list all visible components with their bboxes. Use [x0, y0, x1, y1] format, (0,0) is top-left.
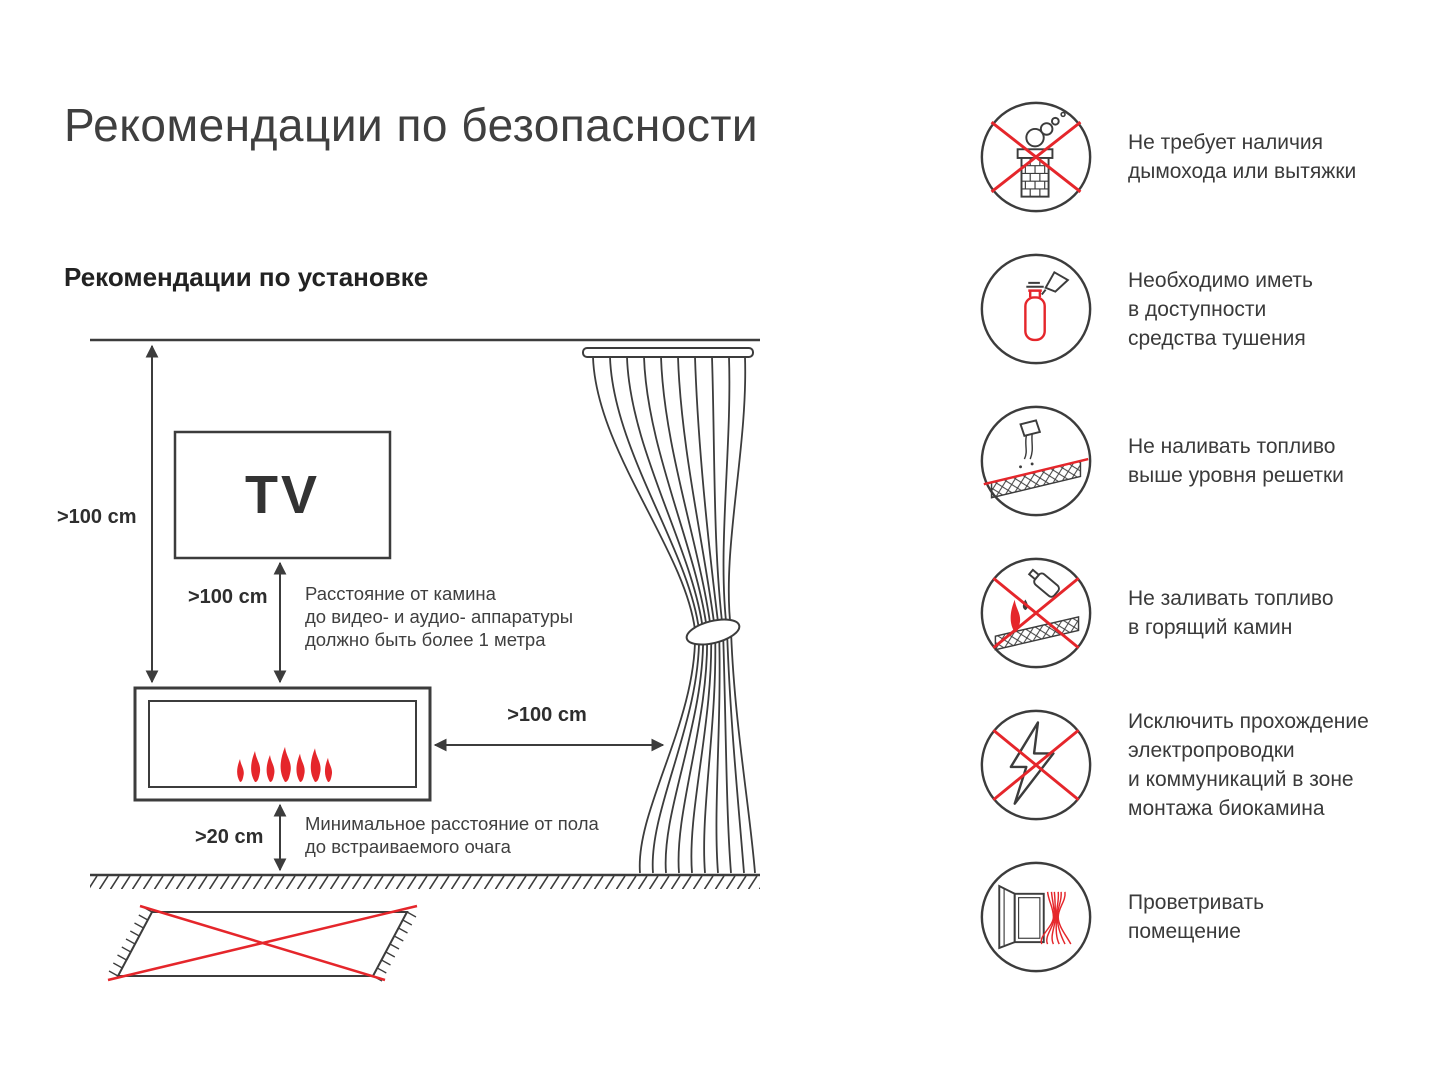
note-tv-distance: Расстояние от камина до видео- и аудио- …: [305, 583, 574, 650]
rule-ventilate: Проветривать помещение: [978, 859, 1369, 975]
curtain: [582, 347, 756, 874]
dim-tv-to-fireplace: >100 cm: [188, 586, 268, 608]
rule-no-wiring: Исключить прохождение электропроводки и …: [978, 707, 1369, 823]
rule-no-chimney: Не требует наличия дымохода или вытяжки: [978, 99, 1369, 215]
tv-outline: [173, 430, 392, 560]
dimension-arrows: [145, 344, 665, 872]
rule-text: Исключить прохождение электропроводки и …: [1128, 710, 1369, 820]
page-title: Рекомендации по безопасности: [64, 99, 759, 151]
no-refill-burning-icon: [978, 555, 1094, 671]
rule-fuel-level: Не наливать топливо выше уровня решетки: [978, 403, 1369, 519]
rule-text: Не требует наличия дымохода или вытяжки: [1128, 131, 1357, 183]
installation-diagram-drawing: [90, 338, 760, 982]
flames: [237, 746, 333, 782]
rule-text: Не наливать топливо выше уровня решетки: [1128, 435, 1344, 487]
dim-ceiling-to-fireplace: >100 cm: [57, 506, 137, 528]
no-wiring-icon: [978, 707, 1094, 823]
install-subtitle: Рекомендации по установке: [64, 262, 429, 292]
no-chimney-icon: [978, 99, 1094, 215]
safety-rules-list: Не требует наличия дымохода или вытяжки …: [978, 99, 1369, 975]
installation-diagram: >100 cm >100 cm >100 cm >20 cm Расстояни…: [55, 330, 775, 990]
note-floor-distance: Минимальное расстояние от пола до встраи…: [305, 813, 599, 857]
rule-text: Проветривать помещение: [1128, 891, 1265, 943]
curtain-tieback: [685, 618, 741, 646]
rule-text: Необходимо иметь в доступности средства …: [1128, 268, 1313, 350]
rug-prohibition-cross: [107, 904, 418, 982]
fireplace: [133, 686, 432, 802]
dim-fireplace-to-curtain: >100 cm: [507, 704, 587, 726]
dim-floor-to-fireplace: >20 cm: [195, 826, 264, 848]
fire-extinguisher-icon: [978, 251, 1094, 367]
fuel-below-grate-icon: [978, 403, 1094, 519]
rule-text: Не заливать топливо в горящий камин: [1128, 587, 1334, 639]
rule-extinguisher: Необходимо иметь в доступности средства …: [978, 251, 1369, 367]
rug-crossed-out: [107, 904, 418, 982]
tv-label: TV: [244, 465, 320, 525]
floor-line: [90, 873, 760, 889]
rule-no-refill-burning: Не заливать топливо в горящий камин: [978, 555, 1369, 671]
ventilate-room-icon: [978, 859, 1094, 975]
